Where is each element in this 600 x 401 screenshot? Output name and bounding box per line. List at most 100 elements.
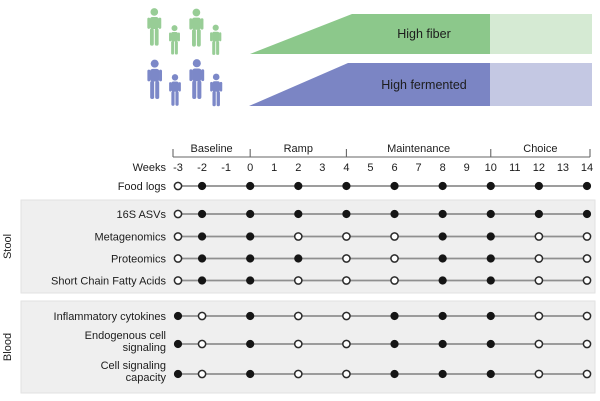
- sample-dot-open-week14: [582, 254, 592, 263]
- sample-dot-filled-week8: [438, 209, 447, 219]
- sample-dot-filled-week6: [390, 181, 399, 191]
- sample-dot-filled-week-3: [173, 369, 183, 379]
- sample-dot-filled-week6: [390, 209, 399, 219]
- sample-dot-open-week4: [342, 276, 351, 285]
- row-label-short-chain-fatty-acids: Short Chain Fatty Acids: [51, 276, 166, 288]
- sample-dot-filled-week2: [294, 254, 303, 263]
- sample-dot-open-week12: [534, 276, 544, 285]
- timeline-row-proteomics: Proteomics: [111, 254, 592, 266]
- sample-dot-filled-week0: [246, 311, 255, 321]
- week-tick-label-7: 7: [416, 162, 422, 174]
- high-fiber-arrow: [250, 14, 490, 54]
- sample-dot-filled-week0: [246, 209, 255, 219]
- sample-dot-open-week-3: [173, 276, 183, 285]
- section-label-stool: Stool: [2, 234, 14, 259]
- timeline-row-inflammatory-cytokines: Inflammatory cytokines: [54, 311, 592, 323]
- sample-dot-filled-week-2: [197, 276, 207, 285]
- sample-dot-filled-week14: [582, 181, 592, 191]
- week-tick-label-10: 10: [485, 162, 497, 174]
- week-tick-label-4: 4: [343, 162, 349, 174]
- sample-dot-open-week2: [293, 232, 303, 241]
- sample-dot-open-week2: [293, 311, 303, 321]
- sample-dot-open-week-3: [173, 209, 183, 219]
- timeline-row-16s-asvs: 16S ASVs: [116, 209, 592, 221]
- sample-dot-filled-week4: [342, 209, 351, 219]
- timeline-row-food-logs: Food logs: [118, 181, 592, 193]
- sample-dot-open-week-2: [197, 311, 207, 321]
- sample-dot-open-week-3: [173, 232, 183, 241]
- sample-dot-filled-week12: [534, 209, 543, 219]
- section-label-blood: Blood: [2, 333, 14, 361]
- sample-dot-open-week12: [534, 369, 544, 379]
- sample-dot-filled-week0: [246, 181, 255, 191]
- sample-dot-open-week12: [534, 254, 544, 263]
- weeks-axis-label: Weeks: [133, 162, 167, 174]
- sample-dot-filled-week8: [438, 369, 447, 379]
- sample-dot-open-week14: [582, 339, 592, 349]
- sample-dot-filled-week10: [486, 311, 495, 321]
- sample-dot-open-week14: [582, 311, 592, 321]
- sample-dot-filled-week-3: [173, 311, 183, 321]
- sample-dot-filled-week10: [486, 254, 495, 263]
- sample-dot-filled-week4: [342, 181, 351, 191]
- sample-dot-filled-week10: [486, 276, 495, 285]
- sample-dot-open-week14: [582, 276, 592, 285]
- sample-dot-filled-week-2: [197, 209, 207, 219]
- cohort-arms-graphic: High fiber High fermented: [147, 8, 592, 107]
- high-fiber-label: High fiber: [397, 27, 451, 41]
- sample-dot-open-week2: [293, 339, 303, 349]
- sample-dot-open-week-2: [197, 369, 207, 379]
- high-fermented-label: High fermented: [381, 78, 467, 92]
- sample-dot-open-week4: [342, 254, 351, 263]
- sample-dot-open-week12: [534, 311, 544, 321]
- sample-dot-filled-week10: [486, 369, 495, 379]
- week-tick-label-5: 5: [367, 162, 373, 174]
- week-tick-label-12: 12: [533, 162, 545, 174]
- row-label-metagenomics: Metagenomics: [94, 232, 166, 244]
- sample-dot-open-week6: [390, 232, 399, 241]
- sample-dot-open-week14: [582, 369, 592, 379]
- sample-dot-open-week6: [390, 254, 399, 263]
- sample-dot-open-week14: [582, 232, 592, 241]
- sample-dot-open-week2: [293, 369, 303, 379]
- sample-dot-filled-week8: [438, 232, 447, 241]
- row-label-cell-signaling-capacity: Cell signaling: [101, 360, 166, 372]
- sample-dot-open-week12: [534, 339, 544, 349]
- timeline-row-metagenomics: Metagenomics: [94, 232, 592, 244]
- week-tick-label--1: -1: [221, 162, 231, 174]
- sample-dot-filled-week10: [486, 232, 495, 241]
- sample-dot-filled-week8: [438, 254, 447, 263]
- sample-dot-filled-week2: [294, 181, 303, 191]
- phase-label-maintenance: Maintenance: [387, 143, 450, 155]
- row-label-cell-signaling-capacity: capacity: [126, 372, 167, 384]
- week-tick-label-9: 9: [464, 162, 470, 174]
- sample-dot-open-week-2: [197, 339, 207, 349]
- sample-dot-open-week4: [342, 369, 351, 379]
- sample-dot-filled-week-3: [173, 339, 183, 349]
- sample-dot-filled-week12: [534, 181, 543, 191]
- sample-dot-filled-week0: [246, 254, 255, 263]
- sample-dot-filled-week6: [390, 369, 399, 379]
- phase-label-baseline: Baseline: [190, 143, 232, 155]
- week-tick-label-3: 3: [319, 162, 325, 174]
- week-tick-label-1: 1: [271, 162, 277, 174]
- sample-dot-filled-week14: [582, 209, 592, 219]
- week-tick-label-13: 13: [557, 162, 569, 174]
- sample-dot-open-week4: [342, 311, 351, 321]
- sample-dot-filled-week8: [438, 339, 447, 349]
- sample-dot-filled-week0: [246, 232, 255, 241]
- week-tick-label-14: 14: [581, 162, 593, 174]
- sample-dot-open-week-3: [173, 254, 183, 263]
- sample-dot-open-week4: [342, 232, 351, 241]
- phase-label-ramp: Ramp: [284, 143, 313, 155]
- sample-dot-open-week6: [390, 276, 399, 285]
- week-tick-label-8: 8: [440, 162, 446, 174]
- sample-dot-filled-week8: [438, 276, 447, 285]
- week-tick-label-11: 11: [509, 162, 520, 174]
- sample-dot-filled-week0: [246, 339, 255, 349]
- sample-dot-filled-week6: [390, 311, 399, 321]
- week-tick-label-2: 2: [295, 162, 301, 174]
